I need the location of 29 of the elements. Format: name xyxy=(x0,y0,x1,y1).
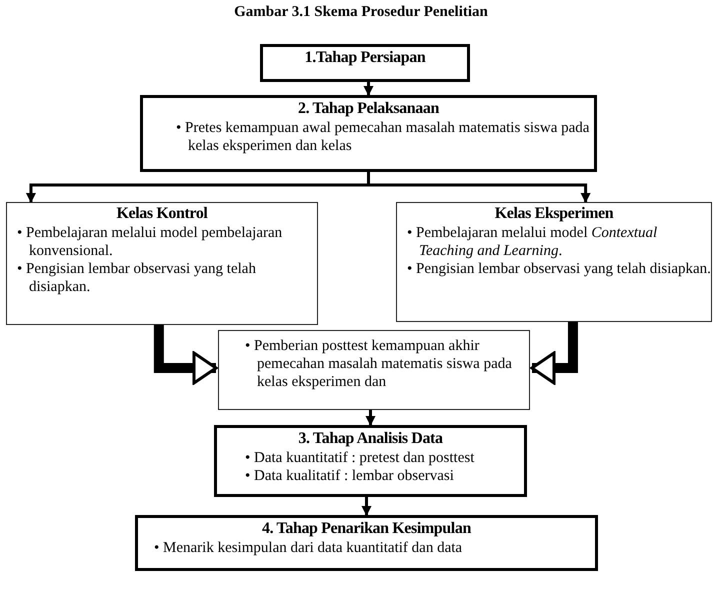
box-heading: 4. Tahap Penarikan Kesimpulan xyxy=(261,520,472,538)
arrow xyxy=(367,172,591,203)
bullet-text: • Menarik kesimpulan dari data kuantitatif dan data xyxy=(154,539,464,557)
bullet-text: • Pemberian posttest kemampuan akhir pemecahan masalah matematis siswa pada kelas eksperimen dan xyxy=(245,337,513,391)
box-heading: 2. Tahap Pelaksanaan xyxy=(297,100,440,118)
arrow xyxy=(366,410,376,426)
bullet-text: • Pembelajaran melalui model Contextual Teaching and Learning. xyxy=(407,224,658,260)
box-heading: 3. Tahap Analisis Data xyxy=(297,430,444,448)
process-box xyxy=(218,330,530,410)
process-box xyxy=(396,202,712,322)
box-heading: Kelas Eksperimen xyxy=(494,205,614,223)
stage-box xyxy=(140,95,597,172)
arrow xyxy=(154,325,218,384)
box-heading: Kelas Kontrol xyxy=(116,205,208,223)
bullet-text: • Pembelajaran melalui model pembelajaran konvensional. xyxy=(17,224,284,260)
arrow xyxy=(530,322,578,384)
stage-box xyxy=(260,44,470,82)
arrow xyxy=(364,82,374,96)
bullet-text: • Pengisian lembar observasi yang telah disiapkan. xyxy=(17,260,257,296)
bullet-text: • Data kuantitatif : pretest dan posttest xyxy=(245,449,476,467)
bullet-text: • Pretes kemampuan awal pemecahan masalah matematis siswa pada kelas eksperimen dan kelas xyxy=(176,119,590,155)
arrow xyxy=(362,497,372,516)
stage-box xyxy=(214,425,527,497)
bullet-text: • Pengisian lembar observasi yang telah disiapkan. xyxy=(407,260,711,278)
process-box xyxy=(6,202,318,325)
diagram-title: Gambar 3.1 Skema Prosedur Penelitian xyxy=(233,4,489,21)
stage-box xyxy=(135,515,598,571)
box-heading: 1.Tahap Persiapan xyxy=(304,49,426,67)
bullet-text: • Data kualitatif : lembar observasi xyxy=(245,467,455,485)
